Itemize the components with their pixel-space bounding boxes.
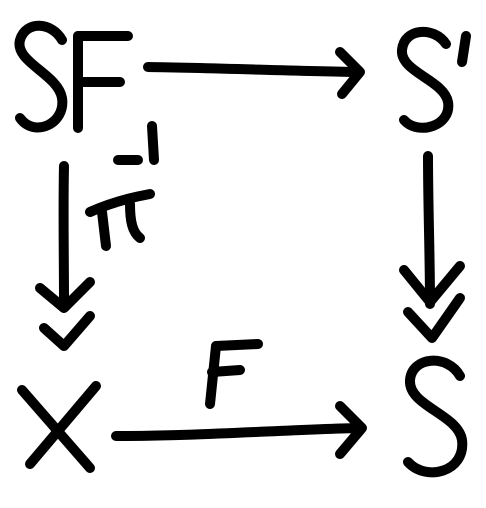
label-f-middle	[212, 370, 240, 372]
arrow-right-shaft	[428, 156, 430, 304]
arrow-right	[404, 156, 460, 338]
ink-group	[19, 26, 466, 473]
node-s-prime	[402, 32, 466, 128]
node-s-prime-prime-mark	[462, 36, 466, 62]
arrow-top	[148, 52, 360, 94]
arrow-bottom	[116, 406, 362, 454]
label-f	[210, 344, 258, 404]
label-pi-left-leg	[102, 212, 106, 246]
node-x	[22, 386, 96, 468]
arrow-bottom-shaft	[116, 428, 358, 436]
label-superscript-one	[152, 126, 154, 160]
label-pi-inverse	[90, 126, 154, 246]
arrow-left-head-lower	[44, 316, 90, 346]
node-s-s-glyph	[408, 361, 462, 473]
node-x-stroke-b	[30, 386, 96, 464]
arrow-left	[40, 166, 90, 346]
node-s	[408, 361, 462, 473]
node-sf-s-glyph	[19, 26, 62, 128]
label-f-top	[216, 344, 258, 346]
label-pi-right-leg	[130, 204, 140, 238]
node-sf	[19, 26, 128, 128]
arrow-top-shaft	[148, 67, 356, 72]
node-s-prime-s-glyph	[402, 32, 448, 128]
